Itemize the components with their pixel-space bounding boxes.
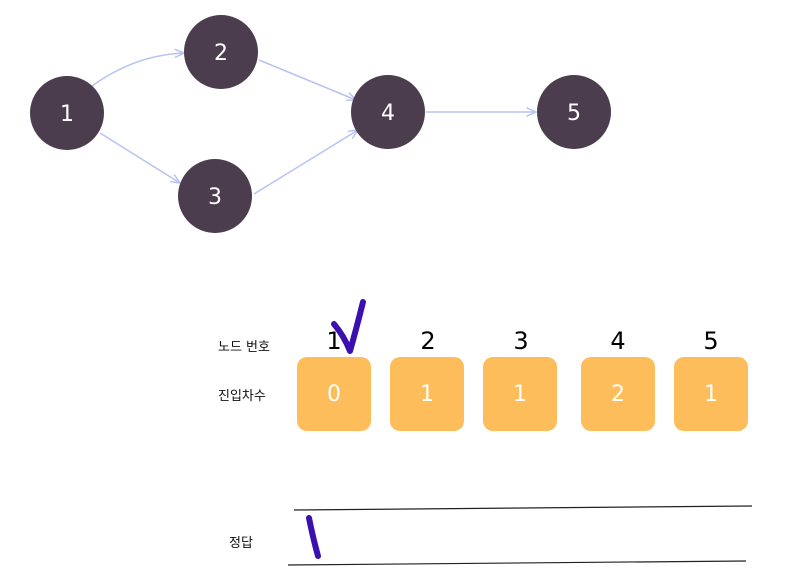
- edge-1-3: [99, 132, 180, 183]
- indegree-box-1: 0: [297, 357, 371, 431]
- svg-text:1: 1: [60, 102, 74, 127]
- svg-text:3: 3: [208, 185, 222, 210]
- row-label-indegree: 진입차수: [218, 389, 266, 404]
- indegree-value: 2: [611, 381, 625, 407]
- answer-label: 정답: [229, 536, 253, 551]
- graph-node-5: 5: [537, 75, 611, 149]
- node-number-5: 5: [703, 327, 719, 355]
- indegree-value: 0: [327, 381, 341, 407]
- node-number-3: 3: [513, 327, 529, 355]
- graph-node-2: 2: [184, 15, 258, 89]
- answer-bottom-line: [287, 560, 747, 566]
- indegree-box-4: 2: [581, 357, 655, 431]
- svg-text:2: 2: [214, 41, 228, 66]
- svg-text:5: 5: [567, 101, 581, 126]
- indegree-box-2: 1: [390, 357, 464, 431]
- indegree-value: 1: [704, 381, 718, 407]
- indegree-box-5: 1: [674, 357, 748, 431]
- indegree-box-3: 1: [483, 357, 557, 431]
- node-number-2: 2: [420, 327, 436, 355]
- graph-node-1: 1: [30, 76, 104, 150]
- graph-node-4: 4: [351, 75, 425, 149]
- svg-text:4: 4: [381, 101, 395, 126]
- edge-2-4: [258, 59, 356, 100]
- node-number-4: 4: [610, 327, 626, 355]
- node-number-1: 1: [326, 327, 342, 355]
- edge-1-2: [91, 53, 184, 87]
- answer-top-line: [293, 505, 753, 511]
- indegree-value: 1: [513, 381, 527, 407]
- graph-node-3: 3: [178, 159, 252, 233]
- indegree-value: 1: [420, 381, 434, 407]
- row-label-node-number: 노드 번호: [218, 340, 270, 355]
- edge-3-4: [253, 130, 358, 195]
